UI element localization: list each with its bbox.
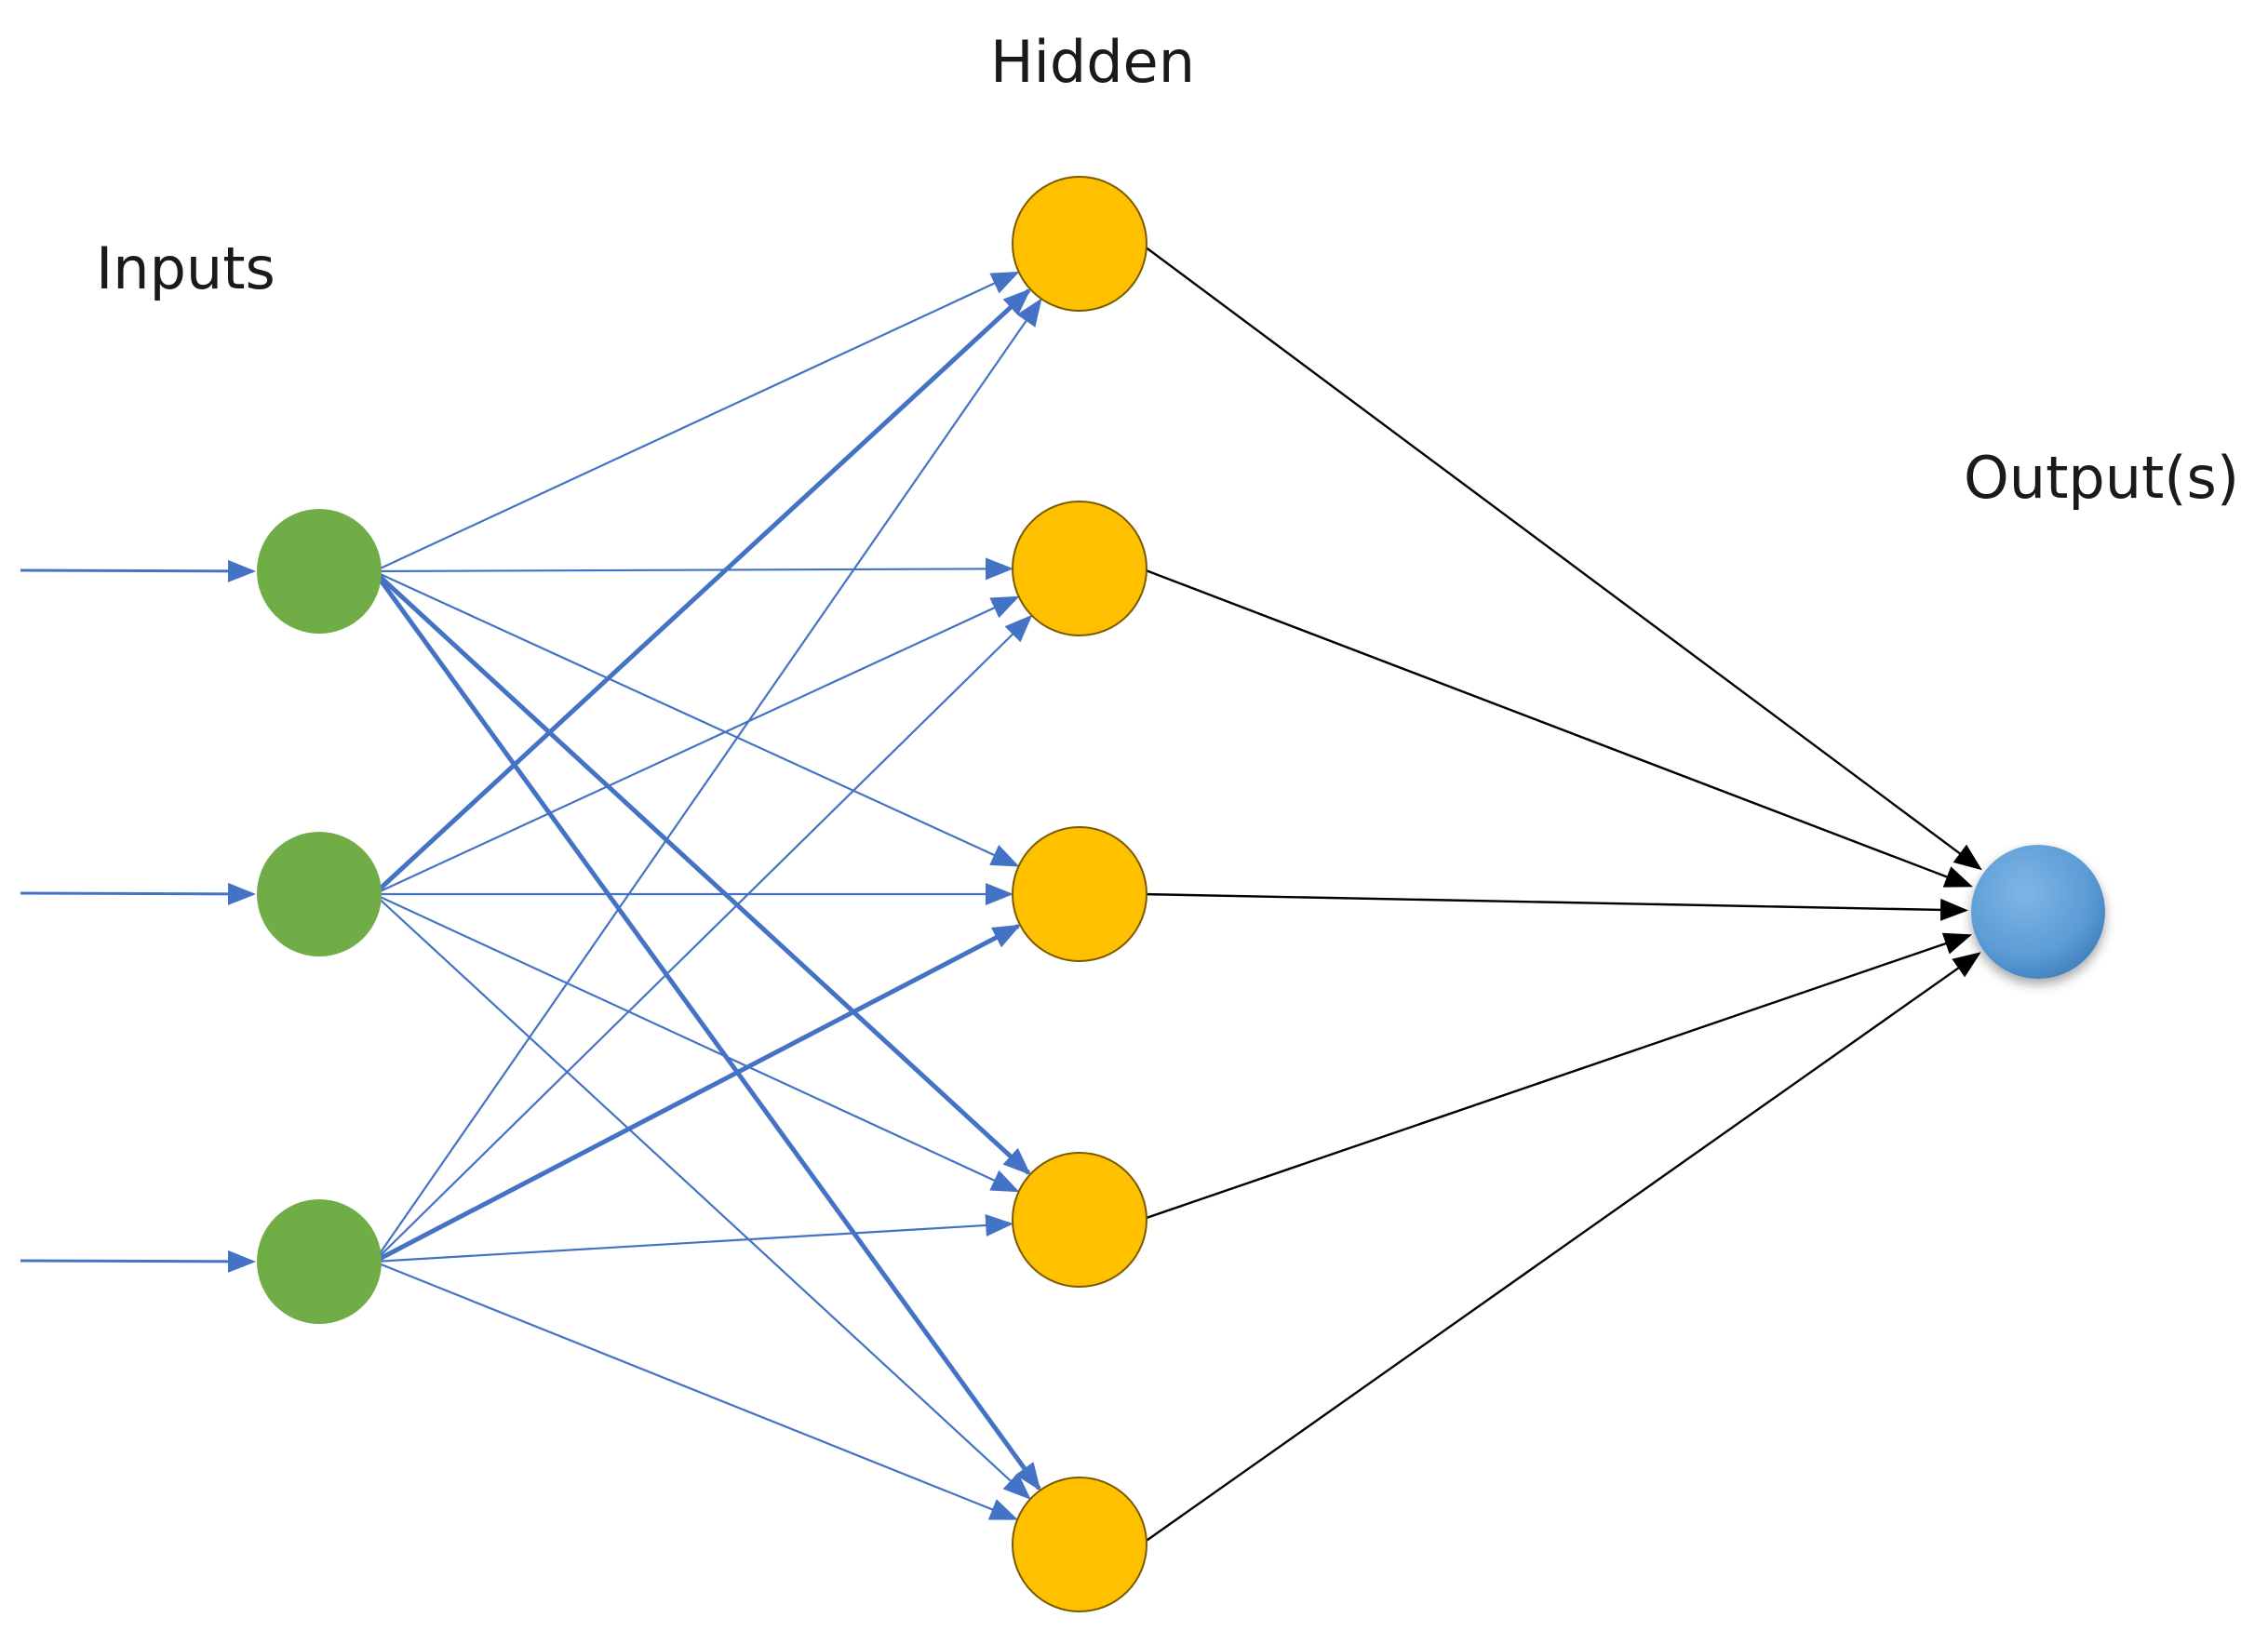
connection-input-2-to-hidden-4	[373, 893, 1020, 1193]
input-arrow-1	[20, 559, 256, 582]
hidden-output-connections	[1140, 243, 1982, 1545]
connection-input-3-to-hidden-5	[373, 1260, 1019, 1520]
input-node-3	[257, 1199, 382, 1324]
connection-input-2-to-hidden-2	[373, 595, 1020, 895]
connection-input-1-to-hidden-1	[373, 271, 1020, 572]
connection-input-3-to-hidden-1	[373, 298, 1042, 1263]
connection-input-1-to-hidden-2	[373, 557, 1014, 581]
output-node	[1971, 845, 2105, 979]
connection-input-1-to-hidden-4	[372, 569, 1031, 1175]
connection-hidden-5-to-output	[1140, 952, 1981, 1545]
connection-input-2-to-hidden-1	[372, 288, 1031, 896]
connection-input-3-to-hidden-4	[373, 1214, 1014, 1263]
hidden-node-5	[1012, 1477, 1147, 1612]
connection-input-3-to-hidden-2	[373, 614, 1033, 1263]
connection-input-1-to-hidden-5	[371, 569, 1041, 1491]
input-hidden-connections	[371, 271, 1042, 1520]
input-arrow-3	[20, 1250, 256, 1273]
hidden-node-1	[1012, 176, 1147, 312]
connection-hidden-4-to-output	[1140, 932, 1973, 1222]
inputs-label: Inputs	[96, 234, 275, 302]
connection-hidden-3-to-output	[1140, 892, 1969, 921]
hidden-node-2	[1012, 501, 1147, 636]
connection-hidden-1-to-output	[1140, 243, 1982, 871]
input-node-2	[257, 832, 382, 956]
hidden-node-3	[1012, 826, 1147, 962]
external-input-arrows	[20, 559, 256, 1273]
connection-input-1-to-hidden-3	[373, 569, 1020, 867]
hidden-node-4	[1012, 1152, 1147, 1288]
network-nodes	[257, 176, 2105, 1612]
connection-input-3-to-hidden-3	[372, 923, 1022, 1264]
outputs-label: Output(s)	[1964, 444, 2239, 512]
input-node-1	[257, 509, 382, 634]
connection-hidden-2-to-output	[1140, 567, 1973, 888]
hidden-label: Hidden	[990, 28, 1195, 96]
input-arrow-2	[20, 882, 256, 905]
connection-input-2-to-hidden-5	[373, 893, 1031, 1500]
